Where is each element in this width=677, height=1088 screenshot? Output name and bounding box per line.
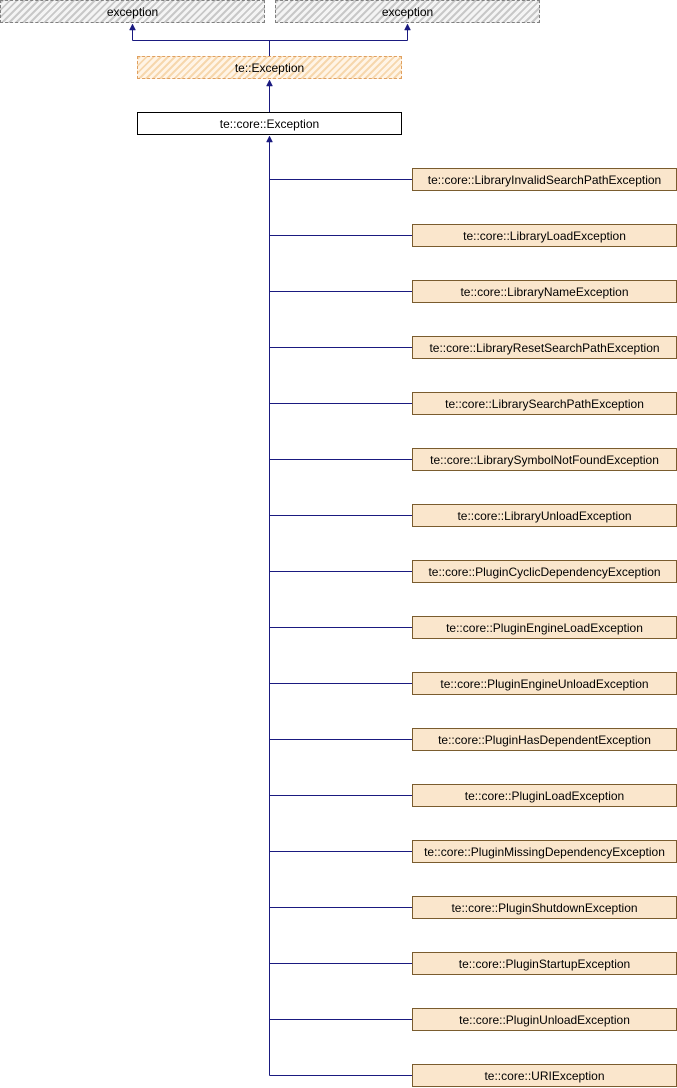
derived-class-node[interactable]: te::core::LibraryNameException [412,280,677,303]
derived-class-node[interactable]: te::core::LibraryResetSearchPathExceptio… [412,336,677,359]
arrowhead-current [266,135,273,143]
derived-class-label: te::core::PluginUnloadException [459,1012,630,1027]
derived-class-node[interactable]: te::core::LibraryUnloadException [412,504,677,527]
derived-class-node[interactable]: te::core::PluginEngineUnloadException [412,672,677,695]
base-class-label: te::Exception [234,60,305,75]
derived-class-node[interactable]: te::core::PluginHasDependentException [412,728,677,751]
derived-class-label: te::core::PluginCyclicDependencyExceptio… [428,564,661,579]
derived-class-node[interactable]: te::core::PluginLoadException [412,784,677,807]
current-class-node: te::core::Exception [137,112,402,135]
derived-class-label: te::core::LibrarySearchPathException [445,396,644,411]
derived-class-node[interactable]: te::core::LibrarySearchPathException [412,392,677,415]
derived-class-label: te::core::PluginHasDependentException [438,732,651,747]
derived-class-node[interactable]: te::core::PluginCyclicDependencyExceptio… [412,560,677,583]
arrowhead-external-2 [404,23,411,31]
derived-class-node[interactable]: te::core::PluginEngineLoadException [412,616,677,639]
external-base-node-2[interactable]: exception [275,0,540,23]
derived-class-node[interactable]: te::core::URIException [412,1064,677,1087]
derived-class-node[interactable]: te::core::PluginMissingDependencyExcepti… [412,840,677,863]
external-base-label-1: exception [106,4,159,19]
derived-class-node[interactable]: te::core::PluginShutdownException [412,896,677,919]
derived-class-node[interactable]: te::core::PluginStartupException [412,952,677,975]
arrowhead-base [266,79,273,87]
derived-class-label: te::core::PluginLoadException [464,788,625,803]
arrowhead-external-1 [129,23,136,31]
derived-class-label: te::core::URIException [484,1068,605,1083]
derived-class-node[interactable]: te::core::LibraryInvalidSearchPathExcept… [412,168,677,191]
derived-class-label: te::core::PluginStartupException [458,956,631,971]
derived-class-label: te::core::PluginMissingDependencyExcepti… [424,844,665,859]
derived-class-label: te::core::LibrarySymbolNotFoundException [430,452,659,467]
derived-class-label: te::core::LibraryLoadException [463,228,626,243]
current-class-label: te::core::Exception [219,116,320,131]
external-base-label-2: exception [381,4,434,19]
derived-class-label: te::core::LibraryUnloadException [457,508,632,523]
external-base-node-1[interactable]: exception [0,0,265,23]
derived-class-label: te::core::LibraryResetSearchPathExceptio… [429,340,660,355]
derived-class-label: te::core::PluginShutdownException [451,900,638,915]
derived-class-label: te::core::PluginEngineUnloadException [440,676,649,691]
derived-class-node[interactable]: te::core::LibraryLoadException [412,224,677,247]
derived-class-label: te::core::LibraryInvalidSearchPathExcept… [427,172,662,187]
derived-class-node[interactable]: te::core::LibrarySymbolNotFoundException [412,448,677,471]
derived-class-label: te::core::PluginEngineLoadException [446,620,643,635]
base-class-node[interactable]: te::Exception [137,56,402,79]
derived-class-node[interactable]: te::core::PluginUnloadException [412,1008,677,1031]
derived-class-label: te::core::LibraryNameException [460,284,629,299]
